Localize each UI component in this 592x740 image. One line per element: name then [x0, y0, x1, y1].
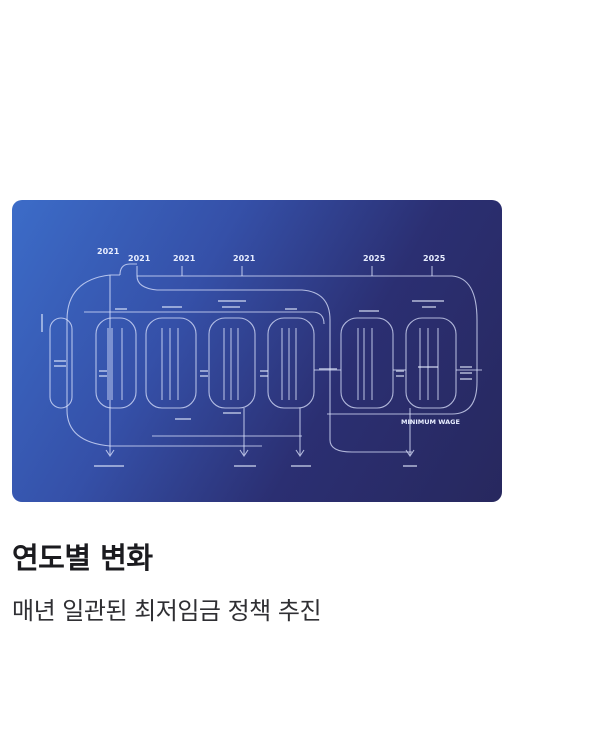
year-label-3: 2021	[173, 254, 196, 263]
year-label-4: 2021	[233, 254, 256, 263]
year-label-6: 2025	[423, 254, 446, 263]
year-label-1: 2021	[97, 247, 120, 256]
card-title: 연도별 변화	[12, 541, 153, 575]
year-label-5: 2025	[363, 254, 386, 263]
year-label-2: 2021	[128, 254, 151, 263]
feature-card: 2021 2021 2021 2021 2025 2025 MINIMUM WA…	[12, 200, 502, 628]
minimum-wage-caption: MINIMUM WAGE	[401, 418, 460, 426]
card-subtitle: 매년 일관된 최저임금 정책 추진	[12, 597, 322, 625]
timeline-illustration: 2021 2021 2021 2021 2025 2025 MINIMUM WA…	[12, 200, 502, 502]
timeline-diagram: 2021 2021 2021 2021 2025 2025 MINIMUM WA…	[41, 247, 482, 467]
